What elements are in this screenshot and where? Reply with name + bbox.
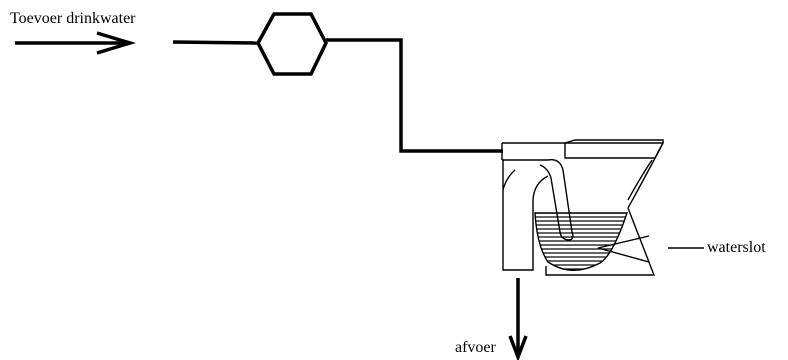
supply-pipe: [172, 40, 259, 45]
supply-arrow: [15, 31, 137, 55]
trap-pointer: [597, 235, 704, 263]
toilet: [501, 139, 665, 276]
water-meter-hexagon: [256, 12, 328, 76]
drain-arrow: [508, 278, 528, 360]
drain-label: afvoer: [455, 339, 497, 356]
supply-label: Toevoer drinkwater: [10, 10, 136, 27]
trap-label: waterslot: [707, 239, 766, 256]
pipe-to-toilet: [326, 38, 503, 153]
